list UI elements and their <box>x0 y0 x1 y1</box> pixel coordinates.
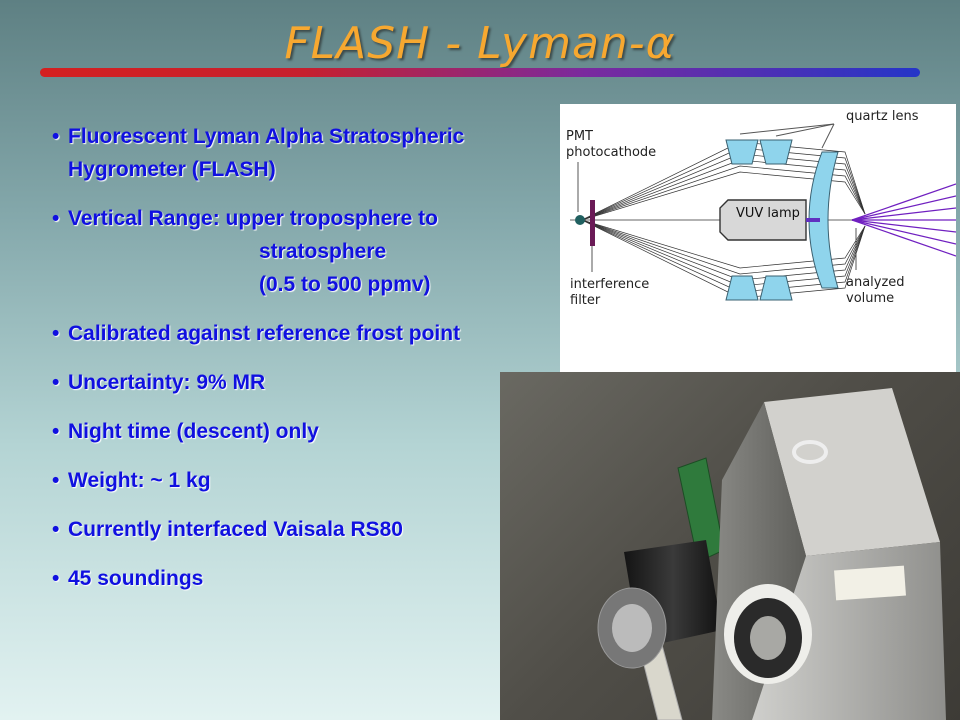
label-leaders <box>577 123 857 272</box>
quartz-lens-label: quartz lens <box>846 109 919 124</box>
aluminium-housing <box>712 388 946 720</box>
volume-label: volume <box>846 291 894 306</box>
bullet-text: Night time (descent) only <box>68 420 319 443</box>
quartz-lenses <box>725 139 839 301</box>
bullet-text: Vertical Range: upper troposphere to <box>68 207 438 230</box>
slide-title: FLASH - Lyman-α <box>284 18 676 69</box>
bullet-text: Currently interfaced Vaisala RS80 <box>68 518 403 541</box>
title-underline <box>40 68 920 77</box>
bullet-text-continued: (0.5 to 500 ppmv) <box>259 273 431 296</box>
optics-diagram: VUV lamp quartz lens PMT pho <box>560 104 957 374</box>
bullet-text: Weight: ~ 1 kg <box>68 469 211 492</box>
bullet-item: Uncertainty: 9% MR <box>52 366 552 399</box>
pmt-cylinder <box>597 540 722 669</box>
filter-label: filter <box>570 293 601 308</box>
photocathode <box>575 215 585 225</box>
optics-diagram-svg: VUV lamp quartz lens PMT pho <box>566 109 957 308</box>
bullet-item: Weight: ~ 1 kg <box>52 464 552 497</box>
pmt-label: PMT <box>566 129 593 144</box>
vuv-lamp-label: VUV lamp <box>736 206 800 221</box>
bullet-item: Currently interfaced Vaisala RS80 <box>52 513 552 546</box>
interference-label: interference <box>570 277 649 292</box>
instrument-photo-svg <box>597 388 946 720</box>
bullet-item: Night time (descent) only <box>52 415 552 448</box>
bullet-text-continued: Hygrometer (FLASH) <box>68 158 276 181</box>
bullet-item: Vertical Range: upper troposphere to str… <box>52 202 552 301</box>
interference-filter <box>590 200 595 246</box>
bullet-text: Uncertainty: 9% MR <box>68 371 266 394</box>
bullet-list: Fluorescent Lyman Alpha Stratospheric Hy… <box>52 120 552 611</box>
bullet-item: Fluorescent Lyman Alpha Stratospheric Hy… <box>52 120 552 186</box>
bullet-item: 45 soundings <box>52 562 552 595</box>
bullet-text: Fluorescent Lyman Alpha Stratospheric <box>68 125 465 148</box>
instrument-photo <box>500 372 960 720</box>
vuv-lamp: VUV lamp <box>719 199 820 241</box>
bullet-text-continued: stratosphere <box>259 240 387 263</box>
photocathode-label: photocathode <box>566 145 656 160</box>
pmt-assembly <box>575 200 595 246</box>
analyzed-volume-rays <box>851 183 957 257</box>
analyzed-label: analyzed <box>846 275 905 290</box>
bullet-item: Calibrated against reference frost point <box>52 317 552 350</box>
bullet-text: Calibrated against reference frost point <box>68 322 461 345</box>
bullet-text: 45 soundings <box>68 567 204 590</box>
